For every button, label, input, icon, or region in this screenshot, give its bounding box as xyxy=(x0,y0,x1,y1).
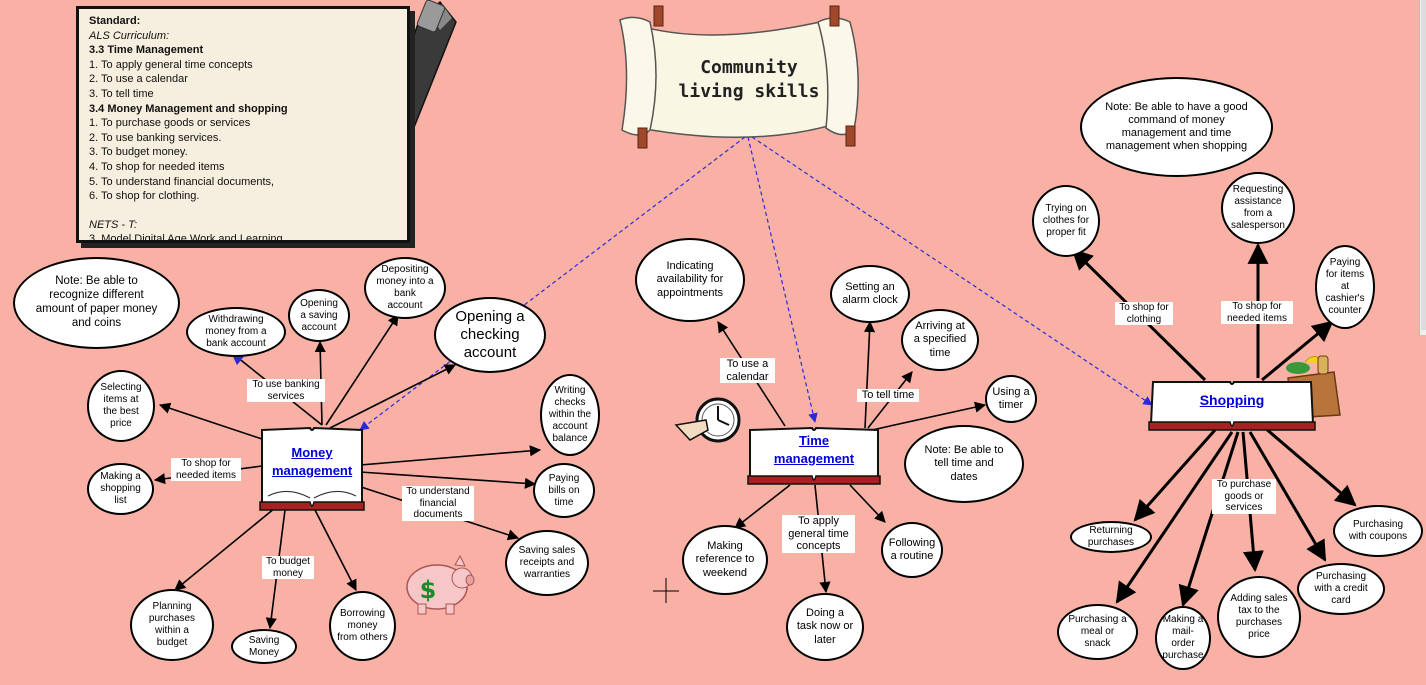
depositing-bubble: Depositing money into a bank account xyxy=(364,257,446,319)
writing-checks-bubble: Writing checks within the account balanc… xyxy=(540,374,600,456)
standard-heading: Standard: xyxy=(89,15,141,27)
opening-saving-bubble: Opening a saving account xyxy=(288,289,350,342)
sales-tax-bubble: Adding sales tax to the purchases price xyxy=(1217,576,1301,658)
requesting-assistance-bubble: Requesting assistance from a salesperson xyxy=(1221,172,1295,244)
shopping-arrows xyxy=(1071,242,1357,608)
label-shop-clothing: To shop for clothing xyxy=(1115,302,1173,325)
section-1-item: 1. To apply general time concepts xyxy=(89,58,253,71)
section-2-item: 2. To use banking services. xyxy=(89,131,222,144)
paying-cashier-bubble: Paying for items at cashier's counter xyxy=(1315,245,1375,329)
section-2-item: 5. To understand financial documents, xyxy=(89,175,275,188)
nets-title: NETS - T: xyxy=(89,218,138,231)
shopping-list-bubble: Making a shopping list xyxy=(87,463,154,515)
money-management-node[interactable]: Money management xyxy=(258,424,366,512)
label-financial-documents: To understand financial documents xyxy=(402,486,474,521)
label-shop-needed-items: To shop for needed items xyxy=(1221,301,1293,324)
vertical-scrollbar[interactable] xyxy=(1419,0,1426,335)
section-2-item: 1. To purchase goods or services xyxy=(89,117,251,130)
label-budget-money: To budget money xyxy=(262,556,314,579)
crosshair-cursor-icon xyxy=(653,578,679,603)
mail-order-bubble: Making a mail-order purchase xyxy=(1155,606,1211,670)
weekend-bubble: Making reference to weekend xyxy=(682,525,768,595)
dashed-links xyxy=(359,136,1153,431)
label-tell-time: To tell time xyxy=(857,389,919,402)
time-management-link[interactable]: Time management xyxy=(773,433,855,466)
label-banking-services: To use banking services xyxy=(247,379,325,402)
curriculum-label: ALS Curriculum: xyxy=(89,29,170,42)
saving-money-bubble: Saving Money xyxy=(231,629,297,664)
section-2-item: 4. To shop for needed items xyxy=(89,160,225,173)
money-management-link[interactable]: Money management xyxy=(272,445,353,478)
section-1-item: 3. To tell time xyxy=(89,87,154,100)
title-line-2: living skills xyxy=(679,81,820,102)
planning-purchases-bubble: Planning purchases within a budget xyxy=(130,589,214,661)
title-line-1: Community xyxy=(700,57,798,78)
coupons-bubble: Purchasing with coupons xyxy=(1333,505,1423,557)
clock-icon xyxy=(674,397,741,443)
section-1-title: 3.3 Time Management xyxy=(89,44,204,57)
doing-task-bubble: Doing a task now or later xyxy=(786,593,864,661)
book-icon xyxy=(1148,381,1316,431)
label-use-calendar: To use a calendar xyxy=(720,358,775,384)
shopping-link[interactable]: Shopping xyxy=(1199,392,1265,408)
book-icon xyxy=(259,426,365,511)
timer-bubble: Using a timer xyxy=(985,375,1037,423)
label-shop-needed-money: To shop for needed items xyxy=(171,458,241,481)
meal-snack-bubble: Purchasing a meal or snack xyxy=(1057,604,1138,660)
trying-on-bubble: Trying on clothes for proper fit xyxy=(1032,185,1100,257)
checking-account-bubble: Opening a checking account xyxy=(434,297,546,373)
borrowing-money-bubble: Borrowing money from others xyxy=(329,591,396,661)
paying-bills-bubble: Paying bills on time xyxy=(533,463,595,518)
scroll-icon xyxy=(619,5,859,149)
withdrawing-bubble: Withdrawing money from a bank account xyxy=(186,307,286,357)
shopping-note-bubble: Note: Be able to have a good command of … xyxy=(1080,77,1273,177)
label-general-time: To apply general time concepts xyxy=(782,515,855,553)
alarm-clock-bubble: Setting an alarm clock xyxy=(830,265,910,323)
section-2-item: 6. To shop for clothing. xyxy=(89,190,200,203)
svg-text:$: $ xyxy=(420,576,437,604)
section-1-item: 2. To use a calendar xyxy=(89,73,188,86)
shopping-node[interactable]: Shopping xyxy=(1147,380,1317,432)
section-2-title: 3.4 Money Management and shopping xyxy=(89,102,288,115)
arriving-bubble: Arriving at a specified time xyxy=(901,309,979,371)
routine-bubble: Following a routine xyxy=(881,522,943,578)
credit-card-bubble: Purchasing with a credit card xyxy=(1297,563,1385,615)
standard-card: Standard: ALS Curriculum: 3.3 Time Manag… xyxy=(76,6,410,243)
label-purchase-goods: To purchase goods or services xyxy=(1212,479,1276,514)
nets-item: 3. Model Digital Age Work and Learning xyxy=(89,233,283,243)
saving-receipts-bubble: Saving sales receipts and warranties xyxy=(505,530,589,596)
time-note-bubble: Note: Be able to tell time and dates xyxy=(904,425,1024,503)
scrollbar-thumb[interactable] xyxy=(1421,0,1426,330)
piggy-bank-icon: $ xyxy=(406,554,475,615)
availability-bubble: Indicating availability for appointments xyxy=(635,238,745,322)
money-note-bubble: Note: Be able to recognize different amo… xyxy=(13,257,180,349)
book-icon xyxy=(747,426,881,485)
section-2-item: 3. To budget money. xyxy=(89,146,188,159)
returning-purchases-bubble: Returning purchases xyxy=(1070,521,1152,553)
time-management-node[interactable]: Time management xyxy=(746,426,882,486)
selecting-items-bubble: Selecting items at the best price xyxy=(87,370,155,442)
